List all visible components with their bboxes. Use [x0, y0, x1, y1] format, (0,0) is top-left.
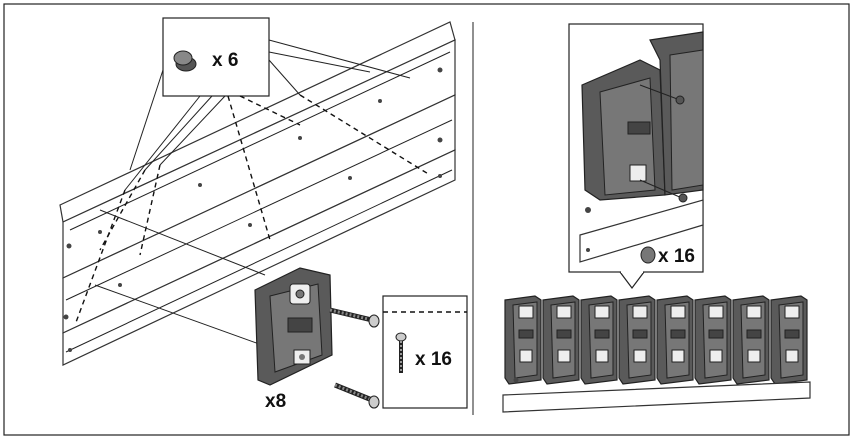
row-dock-8	[770, 295, 808, 385]
outer-frame	[3, 3, 850, 436]
screw-lower	[334, 382, 380, 409]
assembled-rail	[502, 381, 811, 413]
row-dock-5	[656, 295, 694, 385]
screw-icon	[395, 332, 407, 373]
cap-icon	[640, 246, 656, 264]
screw-callout: x 16	[382, 295, 468, 409]
cap-quantity-label: x 16	[658, 246, 695, 267]
screw-quantity-label: x 16	[415, 349, 452, 370]
pad-callout: x 6	[74, 17, 431, 326]
dock-quantity-label: x8	[265, 391, 286, 412]
right-panel: x 16	[502, 23, 811, 413]
adhesive-pad-icon	[173, 50, 197, 72]
assembled-dock-row	[502, 295, 811, 413]
wall-rail-top	[59, 21, 456, 279]
row-dock-6	[694, 295, 732, 385]
row-dock-1	[504, 295, 542, 385]
charging-dock	[254, 267, 333, 386]
left-panel: x 6 x	[59, 17, 468, 412]
row-dock-7	[732, 295, 770, 385]
pad-quantity-label: x 6	[212, 50, 238, 71]
row-dock-4	[618, 295, 656, 385]
row-dock-3	[580, 295, 618, 385]
screw-upper	[329, 307, 380, 328]
row-dock-2	[542, 295, 580, 385]
detail-zoom: x 16	[568, 23, 704, 289]
wall-rail-bottom	[62, 149, 456, 366]
